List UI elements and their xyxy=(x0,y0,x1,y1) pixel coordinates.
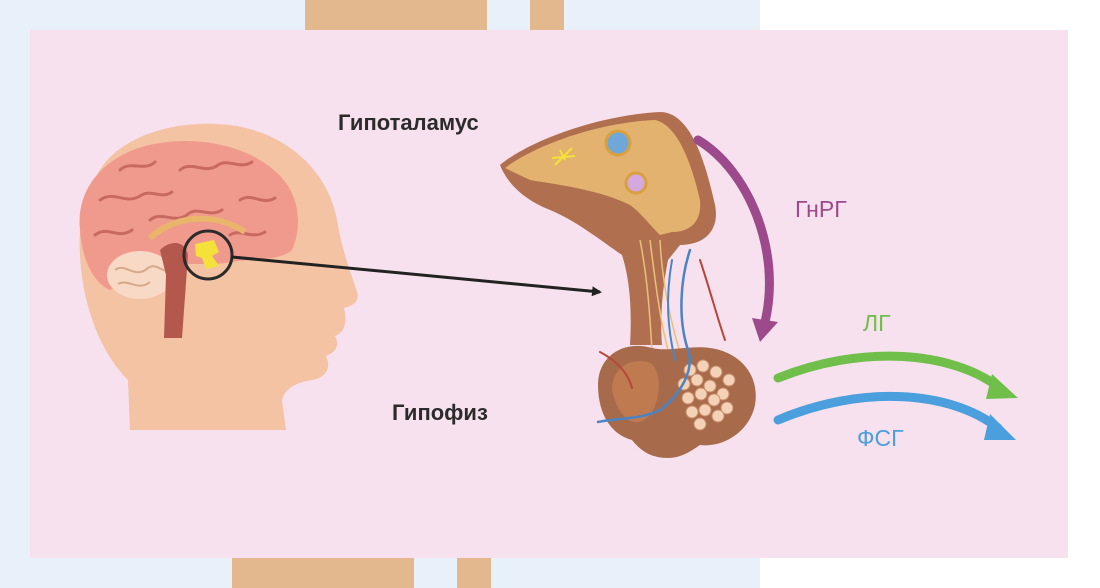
lh-label: ЛГ xyxy=(863,310,891,337)
fsh-label: ФСГ xyxy=(857,425,904,452)
hypothalamus-label: Гипоталамус xyxy=(338,110,479,136)
gnrh-arrow xyxy=(698,140,778,342)
pituitary-label: Гипофиз xyxy=(392,400,488,426)
gnrh-label: ГнРГ xyxy=(795,196,847,223)
head-illustration xyxy=(80,124,358,430)
